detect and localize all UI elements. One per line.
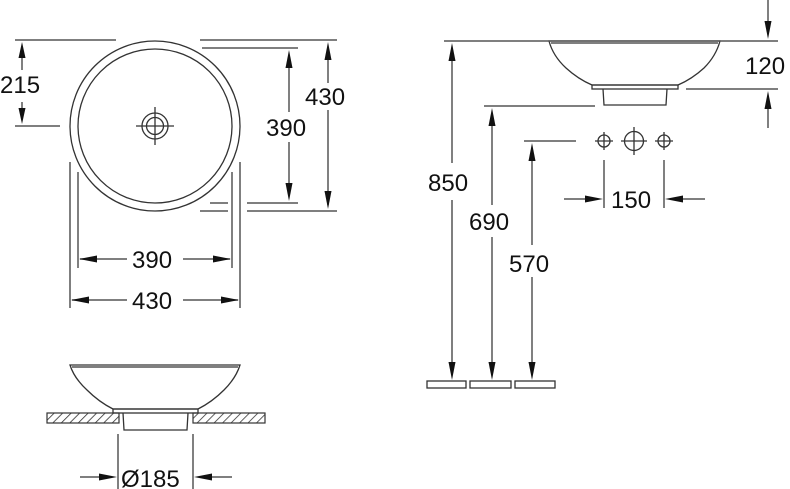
tap-hole-left-icon: [595, 132, 613, 150]
dim-label-430-horizontal: 430: [132, 288, 172, 315]
dim-label-570: 570: [509, 251, 549, 278]
dimension-drain-cutout: Ø185: [80, 434, 232, 489]
dimension-center-offset: 215: [0, 39, 116, 127]
dim-label-430-vertical: 430: [305, 84, 345, 111]
dimension-drain-height: 690: [469, 105, 595, 380]
tap-hole-center-icon: [621, 127, 647, 155]
dim-label-215: 215: [0, 72, 40, 99]
top-view: 215 390 430: [0, 39, 345, 315]
dim-label-690: 690: [469, 209, 509, 236]
dim-label-850: 850: [428, 170, 468, 197]
floor-block-2: [469, 380, 512, 389]
floor-block-1: [426, 380, 467, 389]
dimension-tap-spacing: 150: [564, 160, 705, 214]
tap-hole-right-icon: [655, 132, 673, 150]
drain-crosshair-icon: [136, 107, 174, 145]
section-view: Ø185: [46, 364, 266, 489]
drain-body-side: [602, 88, 668, 106]
dimension-inner-horizontal: 390: [79, 247, 231, 274]
basin-outer-rim: [69, 40, 241, 212]
dimension-outer-vertical: 430: [200, 39, 345, 212]
side-view: 120 850 690 570: [426, 0, 785, 389]
basin-side-profile: [548, 40, 721, 86]
dimension-rim-height: 850: [428, 40, 548, 380]
dim-label-150: 150: [611, 187, 651, 214]
dim-label-390-vertical: 390: [266, 115, 306, 142]
dimension-tap-height: 570: [509, 140, 576, 380]
dim-label-120: 120: [745, 53, 785, 80]
basin-inner-rim: [77, 48, 233, 204]
drain-body: [122, 412, 189, 431]
dimension-basin-height: 120: [548, 0, 785, 128]
floor-block-3: [514, 380, 556, 389]
countertop-left-hatched: [46, 412, 120, 424]
basin-foot: [112, 408, 199, 414]
countertop-right-hatched: [192, 412, 266, 424]
dimension-inner-vertical: 390: [202, 47, 306, 204]
basin-profile: [69, 364, 241, 410]
dim-label-drain-diameter: Ø185: [121, 466, 180, 489]
dimension-outer-horizontal: 430: [71, 288, 239, 315]
dim-label-390-horizontal: 390: [132, 247, 172, 274]
